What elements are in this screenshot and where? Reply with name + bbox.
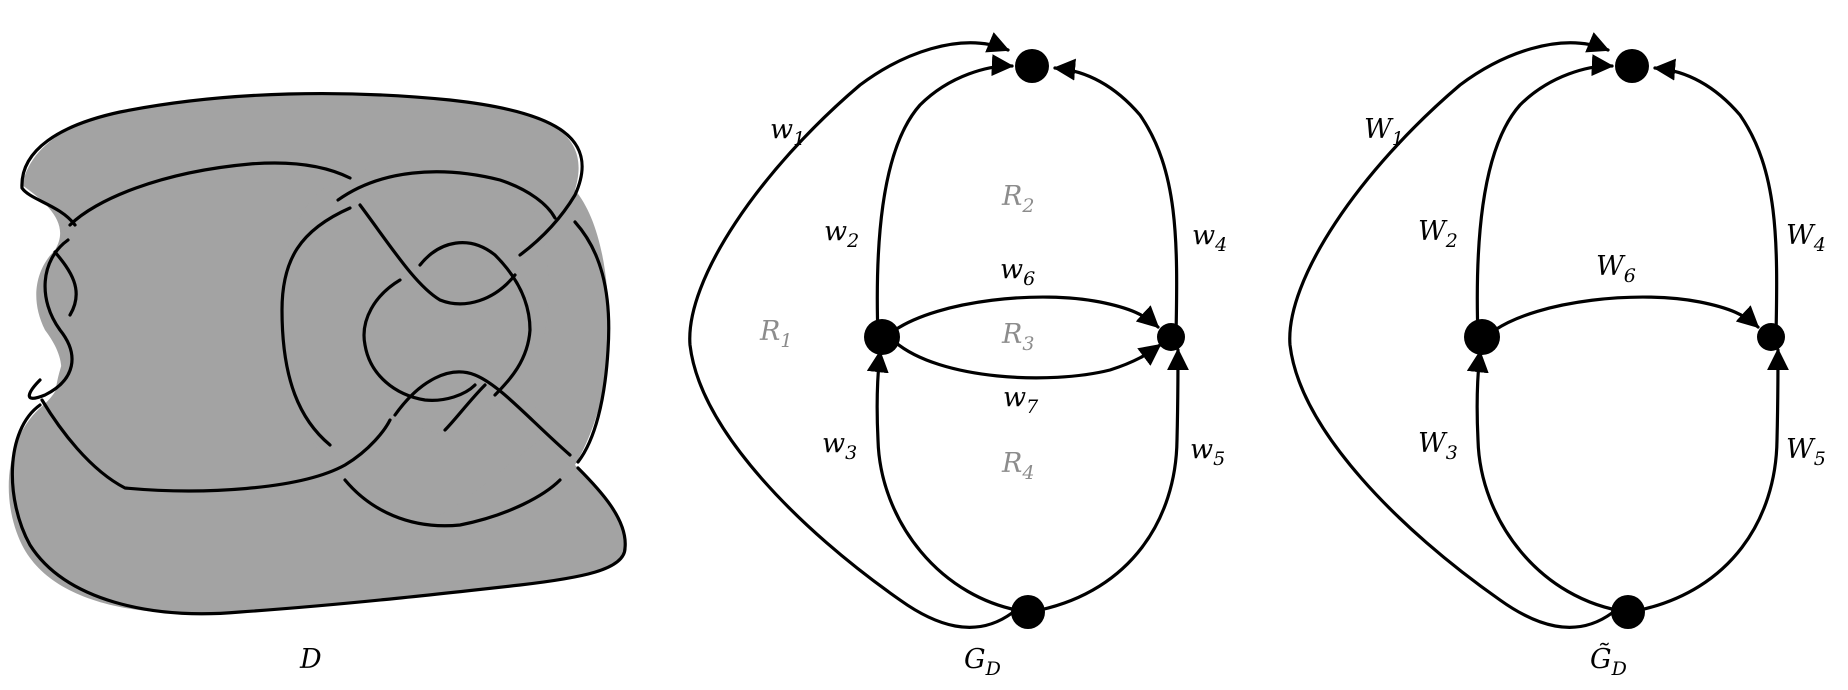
knot-strand-outer-bottom — [10, 403, 627, 616]
region-label-r2: R2 — [1001, 181, 1034, 217]
knot-strand-cross-bottom — [393, 370, 572, 457]
region-label-r1: R1 — [759, 316, 792, 352]
knot-diagram-label: D — [299, 644, 322, 675]
knot-strand-inner-loop — [418, 241, 532, 397]
edge-w5 — [1038, 348, 1189, 612]
edge-w6 — [893, 295, 1160, 332]
edge-W1 — [1288, 32, 1614, 629]
edge-label-w6: w6 — [1000, 254, 1035, 290]
knot-strand-ring-left — [280, 206, 352, 447]
edge-W2 — [1475, 54, 1614, 340]
knot-strand-left-lobe — [68, 161, 352, 227]
edge-label-w4: w4 — [1192, 220, 1227, 256]
edge-label-W1: W1 — [1364, 114, 1404, 150]
vertex-top — [1615, 49, 1649, 83]
edge-w1 — [688, 32, 1014, 629]
edge-label-W4: W4 — [1786, 220, 1826, 256]
vertex-top — [1015, 49, 1049, 83]
knot-strand-left-wiggle-2 — [53, 250, 78, 317]
knot-strand-outer-top — [20, 91, 584, 257]
region-label-r4: R4 — [1001, 448, 1034, 484]
region-label-r3: R3 — [1001, 319, 1034, 355]
graph-g-tilde-d-label: G̃D — [1590, 642, 1627, 680]
knot-strand-inner-left — [362, 278, 477, 402]
graph-g-tilde-d: W1 W2 W3 W4 W5 W6 G̃D — [1288, 32, 1826, 680]
edge-W5 — [1638, 348, 1789, 612]
edge-W4 — [1653, 58, 1779, 337]
knot-strand-left-wiggle — [27, 238, 74, 400]
vertex-right — [1157, 323, 1185, 351]
vertex-left — [864, 319, 900, 355]
edge-label-W3: W3 — [1418, 428, 1458, 464]
knot-strand-left-lower — [40, 398, 392, 493]
edge-label-w2: w2 — [824, 216, 859, 252]
knot-strand-right-outer — [573, 220, 611, 464]
edge-W3 — [1466, 350, 1630, 614]
edge-label-w5: w5 — [1190, 434, 1225, 470]
knot-strand-mid-crossing — [443, 383, 487, 432]
edge-label-w1: w1 — [770, 114, 805, 150]
edge-label-w3: w3 — [822, 428, 857, 464]
edge-w4 — [1053, 58, 1179, 337]
edge-label-W6: W6 — [1596, 251, 1636, 287]
graph-g-d-label: GD — [964, 644, 1001, 680]
knot-strand-ring-top — [336, 170, 557, 220]
vertex-bottom — [1011, 595, 1045, 629]
knot-diagram: D — [8, 91, 627, 675]
graph-g-d: w1 w2 w3 w4 w5 w6 w7 R1 R2 R3 R4 GD — [688, 32, 1227, 680]
vertex-left — [1464, 319, 1500, 355]
knot-strand-bottom-loop — [343, 478, 562, 528]
edge-W6 — [1493, 295, 1760, 332]
edge-label-W2: W2 — [1418, 216, 1458, 252]
vertex-right — [1757, 323, 1785, 351]
edge-w2 — [875, 54, 1014, 340]
edge-w3 — [866, 350, 1030, 614]
edge-label-w7: w7 — [1003, 382, 1039, 418]
shaded-region-inner — [412, 239, 505, 306]
knot-strand-cross-top — [358, 203, 517, 306]
edge-w7 — [893, 340, 1162, 380]
edge-label-W5: W5 — [1786, 434, 1826, 470]
vertex-bottom — [1611, 595, 1645, 629]
